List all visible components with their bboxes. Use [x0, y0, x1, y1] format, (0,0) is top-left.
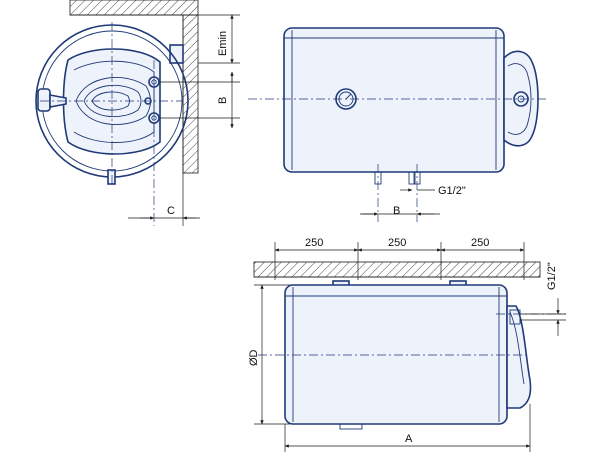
spacing-label-1: 250 — [305, 237, 323, 249]
tank-body-top — [284, 284, 508, 425]
emin-label: Emin — [217, 31, 229, 56]
spacing-label-3: 250 — [471, 237, 489, 249]
wall-top — [69, 0, 199, 16]
tank-body-front — [283, 27, 505, 173]
install-view: 250 250 250 G1/2" ØD A — [248, 237, 566, 452]
wall-bracket — [169, 44, 184, 64]
end-cap-side — [506, 305, 532, 409]
g-thread-bottom-label: G1/2" — [438, 185, 466, 197]
b-bottom-label: B — [393, 205, 400, 217]
g-thread-side-label: G1/2" — [546, 262, 558, 290]
thermostat-knob — [37, 88, 51, 112]
c-label: C — [167, 205, 175, 217]
side-view: Emin B C — [35, 0, 240, 226]
wall-right — [182, 14, 199, 174]
diameter-label: ØD — [248, 349, 260, 366]
front-view: G1/2" B — [248, 27, 546, 222]
b-side-label: B — [217, 97, 229, 104]
mounting-wall — [253, 261, 541, 278]
pipe-right-1 — [408, 171, 416, 185]
drain-pipe — [107, 169, 116, 185]
front-cover — [62, 48, 161, 155]
a-label: A — [405, 433, 413, 445]
spacing-label-2: 250 — [388, 237, 406, 249]
